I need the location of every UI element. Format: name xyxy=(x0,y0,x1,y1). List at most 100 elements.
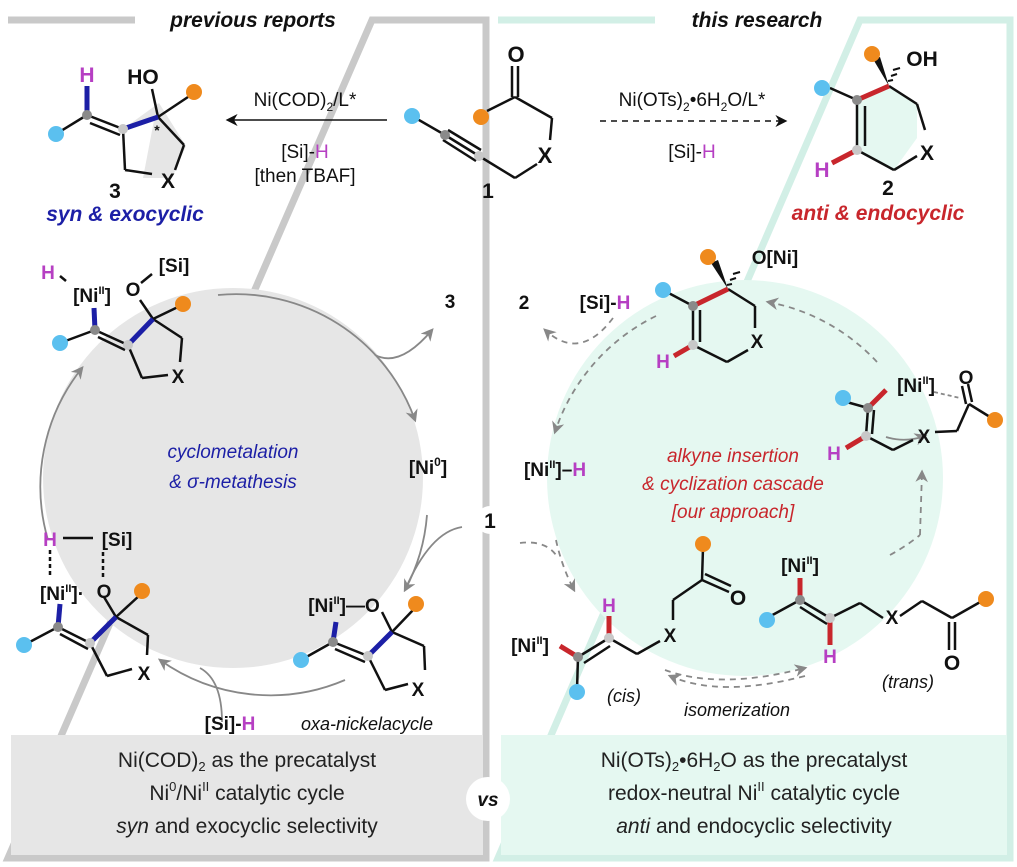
right-intermediate-alkoxide: O[Ni] H X xyxy=(655,248,798,373)
right-cycle-arrows xyxy=(519,297,928,688)
substrate-1-entry-bg xyxy=(476,506,504,534)
right-silane-label: [Si]-H xyxy=(580,293,631,314)
svg-text:X: X xyxy=(918,427,931,448)
left-panel-frame xyxy=(2,16,490,862)
cis-vinyl-nickel-intermediate: [NiII] H O X xyxy=(511,536,746,700)
svg-text:[NiII]: [NiII] xyxy=(73,285,111,307)
svg-text:O: O xyxy=(959,368,974,389)
oxa-nickelacycle-structure: [NiII]—O X xyxy=(293,595,427,701)
right-reagent-label: [Si]-H xyxy=(668,142,716,163)
left-intermediate-sigma-metathesis: H [Si] [NiII]· O X xyxy=(16,530,151,685)
compound-1-label: 1 xyxy=(482,180,494,203)
alkyne-carbon-dot xyxy=(440,130,450,140)
ni0-label: [Ni0] xyxy=(409,455,447,479)
right-panel-header: this research xyxy=(692,9,823,32)
right-cycle-title-line3: [our approach] xyxy=(671,502,795,523)
svg-text:O: O xyxy=(944,652,960,675)
svg-text:X: X xyxy=(751,332,764,353)
svg-text:O: O xyxy=(126,280,141,301)
vs-badge xyxy=(466,777,510,821)
svg-text:H: H xyxy=(656,352,670,373)
left-panel-header: previous reports xyxy=(169,9,336,32)
left-cycle-background xyxy=(43,288,423,668)
substituent-blue-dot xyxy=(48,126,64,142)
svg-text:H: H xyxy=(602,596,616,617)
left-cycle-title-line2: & σ-metathesis xyxy=(169,472,297,493)
svg-text:[Si]: [Si] xyxy=(102,530,133,551)
carbon-dot xyxy=(852,145,862,155)
svg-text:O: O xyxy=(730,587,746,610)
left-workup-label: [then TBAF] xyxy=(254,166,355,187)
svg-text:X: X xyxy=(172,367,185,388)
stereocenter-star: * xyxy=(154,122,160,138)
substituent-orange-dot xyxy=(473,109,489,125)
svg-text:X: X xyxy=(886,608,899,629)
ni-hydride-label: [NiII]–H xyxy=(524,459,586,481)
x-label: X xyxy=(920,142,934,165)
right-intermediate-vinyl-nickel: [NiII] O H X xyxy=(827,368,1003,465)
vs-label: vs xyxy=(477,790,498,811)
left-panel-summary: Ni(COD)2 as the precatalyst Ni0/NiII cat… xyxy=(11,744,483,843)
svg-text:X: X xyxy=(664,626,677,647)
left-reagent-label: [Si]-H xyxy=(281,142,329,163)
svg-text:[NiII]: [NiII] xyxy=(897,375,935,397)
left-summary-line1: Ni(COD)2 as the precatalyst xyxy=(117,749,377,774)
substituent-orange-dot xyxy=(864,46,880,62)
compound-3-label: 3 xyxy=(109,180,121,203)
hydride-h-label: H xyxy=(79,64,94,87)
left-intermediate-top: H [NiII] O [Si] X xyxy=(41,256,191,388)
alkyne-carbon-dot xyxy=(474,151,484,161)
oxa-nickelacycle-label: oxa-nickelacycle xyxy=(301,714,433,734)
cyclization-arrow xyxy=(885,433,928,446)
carbon-dot xyxy=(82,110,92,120)
right-cycle-background xyxy=(547,280,943,676)
compound-2-label: 2 xyxy=(882,177,894,200)
isomerization-label: isomerization xyxy=(684,700,790,720)
svg-text:X: X xyxy=(412,680,425,701)
svg-text:O: O xyxy=(97,582,112,603)
right-summary-line2: redox-neutral NiII catalytic cycle xyxy=(607,779,900,805)
anti-endocyclic-label: anti & endocyclic xyxy=(792,202,965,225)
right-panel-frame xyxy=(492,16,1014,862)
right-cycle-product-out: 2 xyxy=(519,293,530,314)
carbon-dot xyxy=(118,124,128,134)
svg-text:X: X xyxy=(138,664,151,685)
right-cycle-title-line2: & cyclization cascade xyxy=(642,474,824,495)
svg-text:[NiII]: [NiII] xyxy=(781,555,819,577)
trans-label: (trans) xyxy=(882,672,934,692)
substrate-1-entry-label: 1 xyxy=(484,510,496,533)
right-catalyst-label: Ni(OTs)2•6H2O/L* xyxy=(619,90,766,114)
left-summary-line2: Ni0/NiII catalytic cycle xyxy=(149,779,345,805)
hydroxyl-label: OH xyxy=(906,48,938,71)
svg-text:[NiII]: [NiII] xyxy=(511,635,549,657)
left-cycle-title-line1: cyclometalation xyxy=(168,442,299,463)
left-cycle-arrows xyxy=(39,293,463,723)
right-panel-summary: Ni(OTs)2•6H2O as the precatalyst redox-n… xyxy=(501,744,1007,843)
left-silane-label: [Si]-H xyxy=(205,714,256,735)
svg-text:H: H xyxy=(43,530,57,551)
hydride-h-label: H xyxy=(814,159,829,182)
left-catalyst-label: Ni(COD)2/L* xyxy=(254,90,357,114)
cis-label: (cis) xyxy=(607,686,641,706)
hydroxyl-label: HO xyxy=(127,66,159,89)
svg-text:H: H xyxy=(41,263,55,284)
svg-text:H: H xyxy=(823,647,837,668)
trans-vinyl-nickel-intermediate: [NiII] H O X xyxy=(759,555,994,675)
right-summary-line1: Ni(OTs)2•6H2O as the precatalyst xyxy=(600,749,908,774)
product-2-structure xyxy=(829,57,927,172)
svg-text:[Si]: [Si] xyxy=(159,256,190,277)
carbonyl-o-label: O xyxy=(507,42,524,67)
carbon-dot xyxy=(852,95,862,105)
right-cycle-title-line1: alkyne insertion xyxy=(667,446,799,467)
substituent-blue-dot xyxy=(404,108,420,124)
svg-text:[NiII]—O: [NiII]—O xyxy=(308,595,380,617)
svg-text:O[Ni]: O[Ni] xyxy=(752,248,798,269)
syn-exocyclic-label: syn & exocyclic xyxy=(46,203,204,226)
left-summary-line3: syn and exocyclic selectivity xyxy=(116,815,378,838)
svg-text:H: H xyxy=(827,444,841,465)
substituent-orange-dot xyxy=(186,84,202,100)
substituent-blue-dot xyxy=(814,80,830,96)
svg-text:[NiII]·: [NiII]· xyxy=(40,583,84,605)
right-summary-line3: anti and endocyclic selectivity xyxy=(616,815,892,838)
